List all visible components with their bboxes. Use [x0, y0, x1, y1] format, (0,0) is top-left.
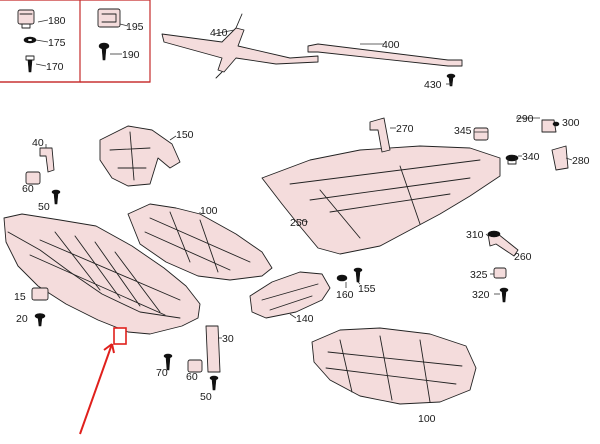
- clip-nut-180[interactable]: [17, 9, 35, 29]
- bracket-270[interactable]: [369, 117, 391, 153]
- bolt-320[interactable]: [499, 287, 509, 303]
- clip-325[interactable]: [493, 267, 507, 279]
- clip-15[interactable]: [31, 287, 49, 301]
- bracket-30[interactable]: [205, 325, 221, 373]
- label-345: 345: [454, 125, 472, 137]
- clip-60-upper[interactable]: [25, 171, 41, 185]
- bolt-50-lower[interactable]: [209, 375, 219, 391]
- bolt-300[interactable]: [552, 121, 560, 127]
- label-290: 290: [516, 113, 534, 125]
- label-150: 150: [176, 129, 194, 141]
- label-320: 320: [472, 289, 490, 301]
- washer-175[interactable]: [23, 36, 37, 44]
- label-15: 15: [14, 291, 26, 303]
- label-175: 175: [48, 37, 66, 49]
- label-195: 195: [126, 21, 144, 33]
- mount-bracket-140[interactable]: [249, 271, 331, 319]
- rear-underbody-panel-250[interactable]: [261, 145, 501, 255]
- clip-345[interactable]: [473, 127, 489, 141]
- air-duct-bracket-150[interactable]: [99, 125, 181, 187]
- rubber-mount-340[interactable]: [505, 154, 519, 165]
- bolt-190[interactable]: [98, 42, 110, 61]
- center-underbody-panel-100[interactable]: [127, 203, 273, 281]
- label-280: 280: [572, 155, 590, 167]
- clip-60-lower[interactable]: [187, 359, 203, 373]
- label-160: 160: [336, 289, 354, 301]
- bolt-50-upper[interactable]: [51, 189, 61, 205]
- leader-lines: [35, 19, 573, 339]
- front-underbody-panel[interactable]: [3, 213, 201, 335]
- label-60-upper: 60: [22, 183, 34, 195]
- bolt-70[interactable]: [163, 353, 173, 371]
- label-100-bottom: 100: [418, 413, 436, 425]
- label-190: 190: [122, 49, 140, 61]
- label-30: 30: [222, 333, 234, 345]
- label-140: 140: [296, 313, 314, 325]
- longitudinal-strut-400[interactable]: [307, 43, 463, 67]
- bolt-155[interactable]: [353, 267, 363, 283]
- label-100-center: 100: [200, 205, 218, 217]
- bolt-20[interactable]: [34, 313, 46, 327]
- label-325: 325: [470, 269, 488, 281]
- highlighted-position-marker[interactable]: [113, 327, 127, 345]
- label-300: 300: [562, 117, 580, 129]
- fastener-legend: [0, 0, 151, 83]
- washer-160[interactable]: [336, 274, 348, 282]
- label-40: 40: [32, 137, 44, 149]
- label-260: 260: [514, 251, 532, 263]
- label-20: 20: [16, 313, 28, 325]
- label-155: 155: [358, 283, 376, 295]
- label-70: 70: [156, 367, 168, 379]
- callout-labels: 180 175 170 195 190 410 400 430 270 345 …: [14, 15, 590, 425]
- bolt-170[interactable]: [25, 55, 35, 73]
- red-arrow-pointer: [79, 343, 115, 435]
- cross-strut-410[interactable]: [161, 13, 319, 79]
- label-340: 340: [522, 151, 540, 163]
- label-250: 250: [290, 217, 308, 229]
- bracket-40[interactable]: [39, 147, 55, 173]
- label-50-lower: 50: [200, 391, 212, 403]
- label-270: 270: [396, 123, 414, 135]
- label-430: 430: [424, 79, 442, 91]
- engine-shield-100[interactable]: [311, 327, 477, 405]
- label-410: 410: [210, 27, 228, 39]
- label-310: 310: [466, 229, 484, 241]
- grommet-310[interactable]: [487, 230, 501, 238]
- label-50-upper: 50: [38, 201, 50, 213]
- label-170: 170: [46, 61, 64, 73]
- clip-195[interactable]: [97, 8, 121, 28]
- label-400: 400: [382, 39, 400, 51]
- label-180: 180: [48, 15, 66, 27]
- bracket-280[interactable]: [551, 145, 569, 171]
- label-60-lower: 60: [186, 371, 198, 383]
- bracket-290[interactable]: [541, 119, 557, 133]
